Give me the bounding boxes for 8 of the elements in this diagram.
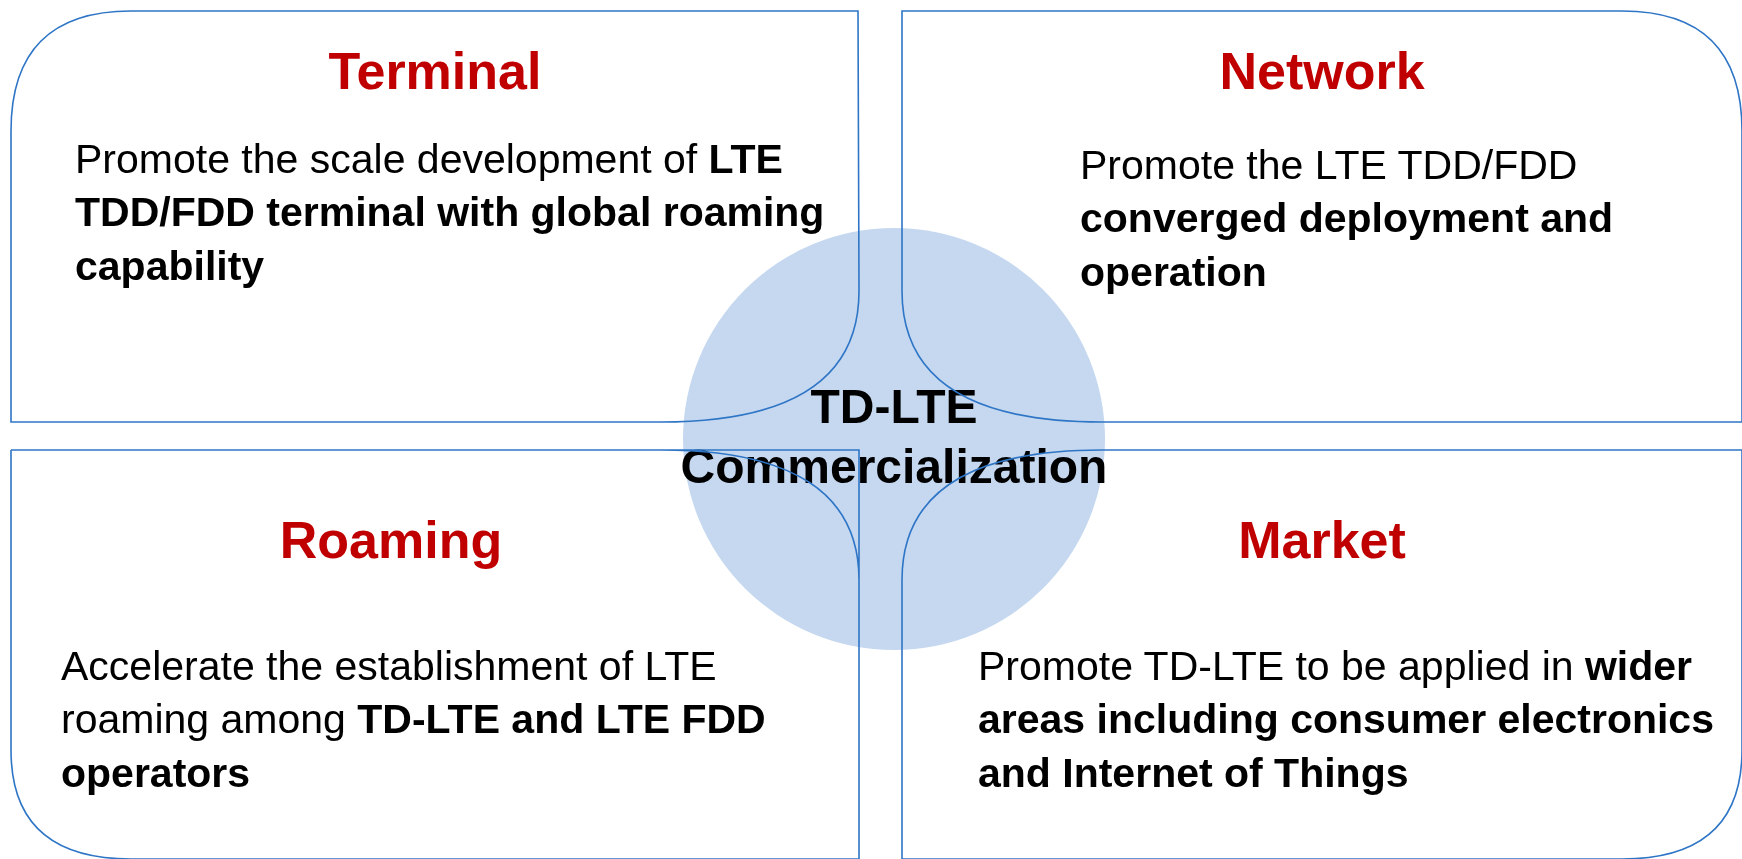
panel-text: Promote the LTE TDD/FDD converged deployment and operation [1080,141,1615,297]
panel-text: Promote the scale development of LTE TDD/FDD terminal with global roaming capability [75,135,826,291]
panel-heading: Market [1237,510,1407,570]
panel-heading: Terminal [327,41,543,101]
panel-heading: Roaming [278,510,504,570]
panel-heading: Network [1218,41,1426,101]
panel-text: Promote TD-LTE to be applied in wider areas including consumer electronics and Internet of Things [978,642,1715,798]
panel-text: Accelerate the establishment of LTE roaming among TD-LTE and LTE FDD operators [61,642,767,798]
